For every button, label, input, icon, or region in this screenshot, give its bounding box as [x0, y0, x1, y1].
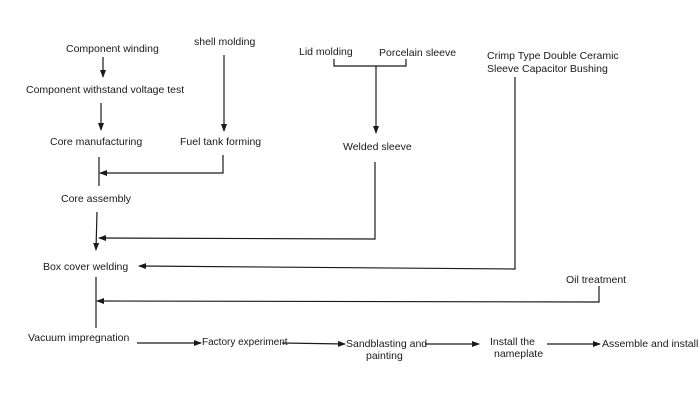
node-nameplate-line1: Install the [490, 336, 535, 348]
node-crimp-bushing-line2: Sleeve Capacitor Bushing [487, 63, 608, 75]
node-crimp-bushing-line1: Crimp Type Double Ceramic [487, 50, 619, 62]
node-box-cover-welding: Box cover welding [43, 261, 129, 273]
node-factory-experiment: Factory experiment [202, 337, 288, 348]
node-sandblasting-line2: painting [366, 350, 403, 362]
node-core-assembly: Core assembly [61, 193, 132, 205]
node-welded-sleeve: Welded sleeve [343, 141, 412, 153]
node-shell-molding: shell molding [194, 36, 256, 48]
node-component-winding: Component winding [66, 43, 159, 55]
bracket-lid-porcelain [333, 59, 407, 67]
node-nameplate-line2: nameplate [494, 348, 544, 360]
node-porcelain-sleeve: Porcelain sleeve [379, 47, 457, 59]
node-withstand-voltage-test: Component withstand voltage test [26, 84, 185, 96]
node-oil-treatment: Oil treatment [566, 274, 627, 286]
node-core-manufacturing: Core manufacturing [50, 136, 143, 148]
line-crimp-to-box [138, 77, 516, 270]
node-lid-molding: Lid molding [299, 46, 353, 58]
node-fuel-tank-forming: Fuel tank forming [180, 136, 262, 148]
node-assemble-and-install: Assemble and install [602, 338, 699, 350]
arrow-factory-to-sandblast [281, 340, 346, 347]
line-welded-to-box [98, 162, 376, 242]
arrow-assembly-to-box [93, 211, 100, 251]
node-vacuum-impregnation: Vacuum impregnation [28, 332, 130, 344]
node-sandblasting-line1: Sandblasting and [346, 338, 428, 350]
line-tank-to-assembly [99, 155, 224, 176]
line-oil-to-vacuum [96, 286, 600, 305]
